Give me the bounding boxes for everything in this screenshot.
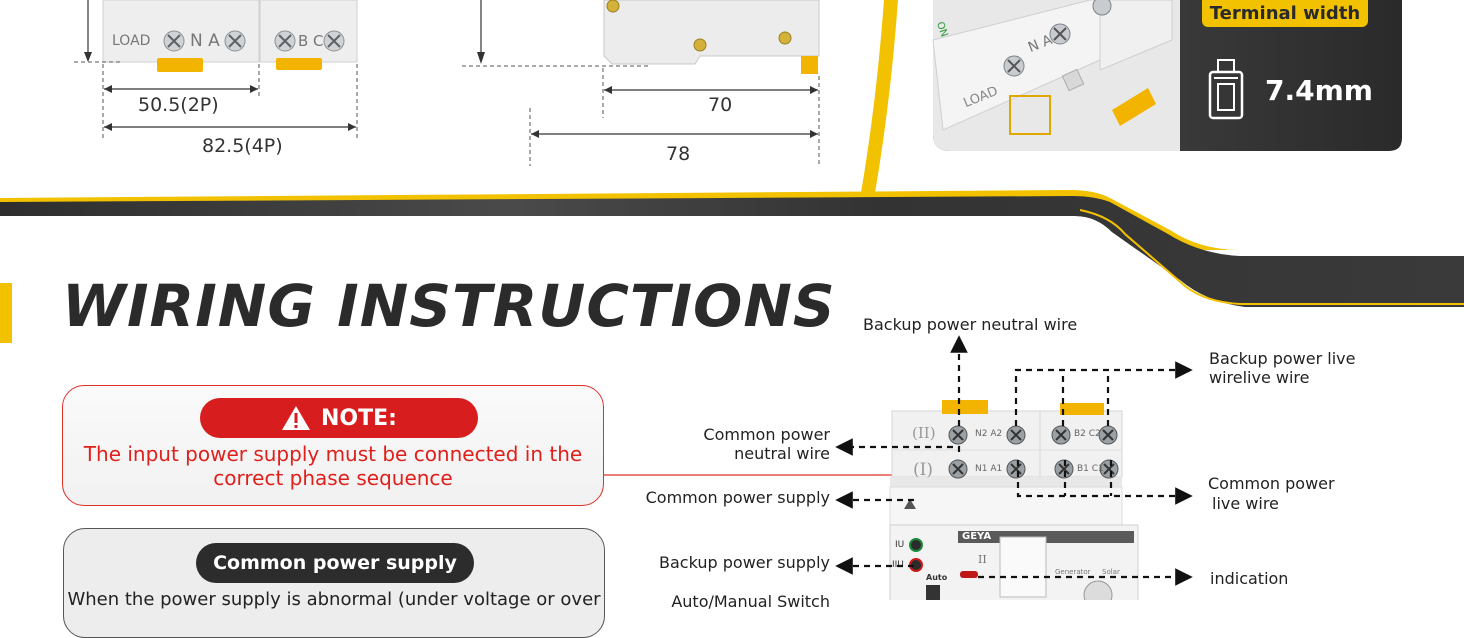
screw-icon	[1054, 459, 1074, 479]
rivet-icon	[778, 31, 792, 45]
dimension-drawing-side	[462, 0, 820, 166]
rivet-icon	[606, 0, 620, 13]
common-supply-badge: Common power supply	[196, 543, 474, 583]
screw-icon	[948, 459, 968, 479]
screw-icon	[1006, 425, 1026, 445]
screw-icon	[1092, 0, 1112, 16]
section-title: WIRING INSTRUCTIONS	[62, 272, 836, 340]
terminal-width-badge: Terminal width	[1202, 0, 1368, 27]
row-i-label: (I)	[913, 460, 933, 480]
callout-common-live-1: Common power	[1208, 474, 1335, 493]
section-divider-band	[0, 190, 1464, 315]
terminal-photo-panel	[858, 0, 1402, 210]
solar-label: Solar	[1102, 568, 1120, 576]
bc-label: B C	[298, 32, 324, 50]
callout-common-neutral-1: Common power	[703, 425, 830, 444]
iu-indicator	[909, 538, 923, 552]
dim-depth-mid: 70	[708, 94, 733, 116]
auto-label: Auto	[926, 573, 948, 582]
load-label: LOAD	[112, 33, 151, 49]
iu-label: IU	[895, 540, 905, 550]
screw-icon	[1099, 459, 1119, 479]
din-clip	[276, 58, 322, 70]
handle-knob[interactable]	[1083, 580, 1113, 600]
device-pole-right	[259, 0, 358, 63]
screw-icon	[1006, 459, 1026, 479]
warning-icon	[904, 499, 916, 509]
b1c1-label: B1 C1	[1077, 464, 1104, 474]
screw-icon	[224, 30, 246, 52]
note-line-2: correct phase sequence	[213, 466, 453, 490]
terminal-screws	[948, 425, 1119, 479]
din-clip	[942, 400, 988, 414]
section-accent-tab	[0, 283, 12, 343]
din-clip	[1060, 403, 1104, 415]
screw-icon	[323, 30, 345, 52]
terminal-screw-icon	[1208, 59, 1244, 120]
row-ii-label: (II)	[912, 424, 936, 442]
auto-manual-switch[interactable]	[926, 585, 940, 600]
callout-backup-neutral: Backup power neutral wire	[863, 315, 1078, 334]
ats-device	[889, 400, 1139, 600]
roman-ii-label: II	[978, 553, 987, 566]
screw-icon	[1098, 425, 1118, 445]
callout-backup-live-1: Backup power live	[1209, 349, 1356, 368]
n2a2-label: N2 A2	[975, 429, 1003, 439]
screw-icon	[163, 30, 185, 52]
brand-label: GEYA	[962, 531, 992, 542]
callout-backup-supply: Backup power supply	[659, 553, 830, 572]
din-clip	[157, 58, 203, 72]
screw-icon	[1051, 425, 1071, 445]
common-supply-box: Common power supply When the power suppl…	[63, 528, 605, 638]
indication-led	[960, 571, 978, 578]
yellow-swoosh	[858, 0, 898, 210]
dim-width-4p: 82.5(4P)	[202, 135, 283, 157]
dim-depth-full: 78	[666, 143, 691, 165]
callout-indication: indication	[1210, 569, 1289, 588]
dimension-drawing-front	[74, 0, 358, 138]
dim-width-2p: 50.5(2P)	[138, 94, 219, 116]
warning-icon	[282, 406, 311, 430]
note-box: NOTE: The input power supply must be con…	[62, 385, 604, 506]
screw-icon	[1003, 55, 1025, 77]
terminal-highlight	[1009, 95, 1051, 135]
screw-icon	[1049, 23, 1071, 45]
note-badge-label: NOTE:	[321, 405, 397, 431]
screw-icon	[274, 30, 296, 52]
b2c2-label: B2 C2	[1074, 429, 1101, 439]
callout-common-supply: Common power supply	[645, 488, 830, 507]
callout-common-neutral-2: neutral wire	[734, 444, 830, 463]
callout-lines	[835, 335, 1193, 586]
callout-backup-live-2: wirelive wire	[1209, 368, 1310, 387]
rivet-icon	[693, 38, 707, 52]
n1a1-label: N1 A1	[975, 464, 1003, 474]
callout-auto-manual: Auto/Manual Switch	[671, 592, 830, 611]
na-label: N A	[190, 31, 220, 51]
terminal-width-value: 7.4mm	[1265, 74, 1373, 107]
callout-common-live-2: live wire	[1212, 494, 1279, 513]
device-side-body	[603, 0, 820, 65]
din-clip	[1112, 88, 1156, 126]
note-badge: NOTE:	[200, 398, 478, 438]
generator-label: Generator	[1055, 568, 1091, 576]
note-text: The input power supply must be connected…	[63, 442, 603, 490]
din-clip	[801, 56, 818, 74]
note-line-1: The input power supply must be connected…	[83, 442, 583, 466]
